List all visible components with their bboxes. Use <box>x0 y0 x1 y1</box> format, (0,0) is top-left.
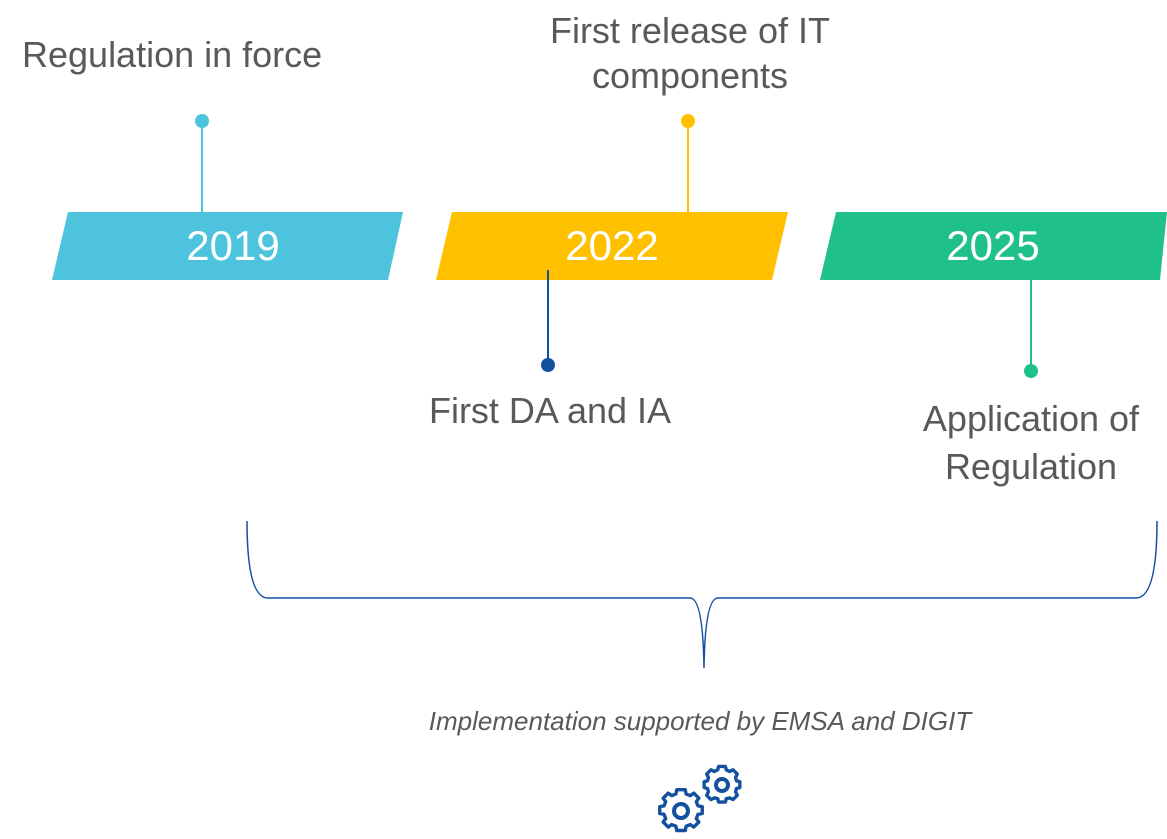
dot-2019 <box>195 114 209 128</box>
dot-2022-top <box>681 114 695 128</box>
year-band-2022 <box>436 212 788 280</box>
dot-2022-bottom <box>541 358 555 372</box>
year-label-2019: 2019 <box>186 222 280 269</box>
implementation-note: Implementation supported by EMSA and DIG… <box>428 706 972 736</box>
year-label-2025: 2025 <box>946 222 1040 269</box>
gears-icon <box>658 764 742 833</box>
milestone-label-application-line1: Application of <box>922 398 1140 439</box>
milestone-label-first-release-line2: components <box>591 55 789 96</box>
year-band-2019 <box>52 212 403 280</box>
milestone-label-first-da-ia: First DA and IA <box>428 390 672 431</box>
year-label-2022: 2022 <box>565 222 659 269</box>
year-band-2025 <box>820 212 1167 280</box>
curly-brace <box>246 520 1158 669</box>
dot-2025 <box>1024 364 1038 378</box>
milestone-label-first-release-line1: First release of IT <box>549 10 831 51</box>
milestone-label-regulation-in-force: Regulation in force <box>22 34 323 75</box>
milestone-label-application-line2: Regulation <box>944 446 1118 487</box>
